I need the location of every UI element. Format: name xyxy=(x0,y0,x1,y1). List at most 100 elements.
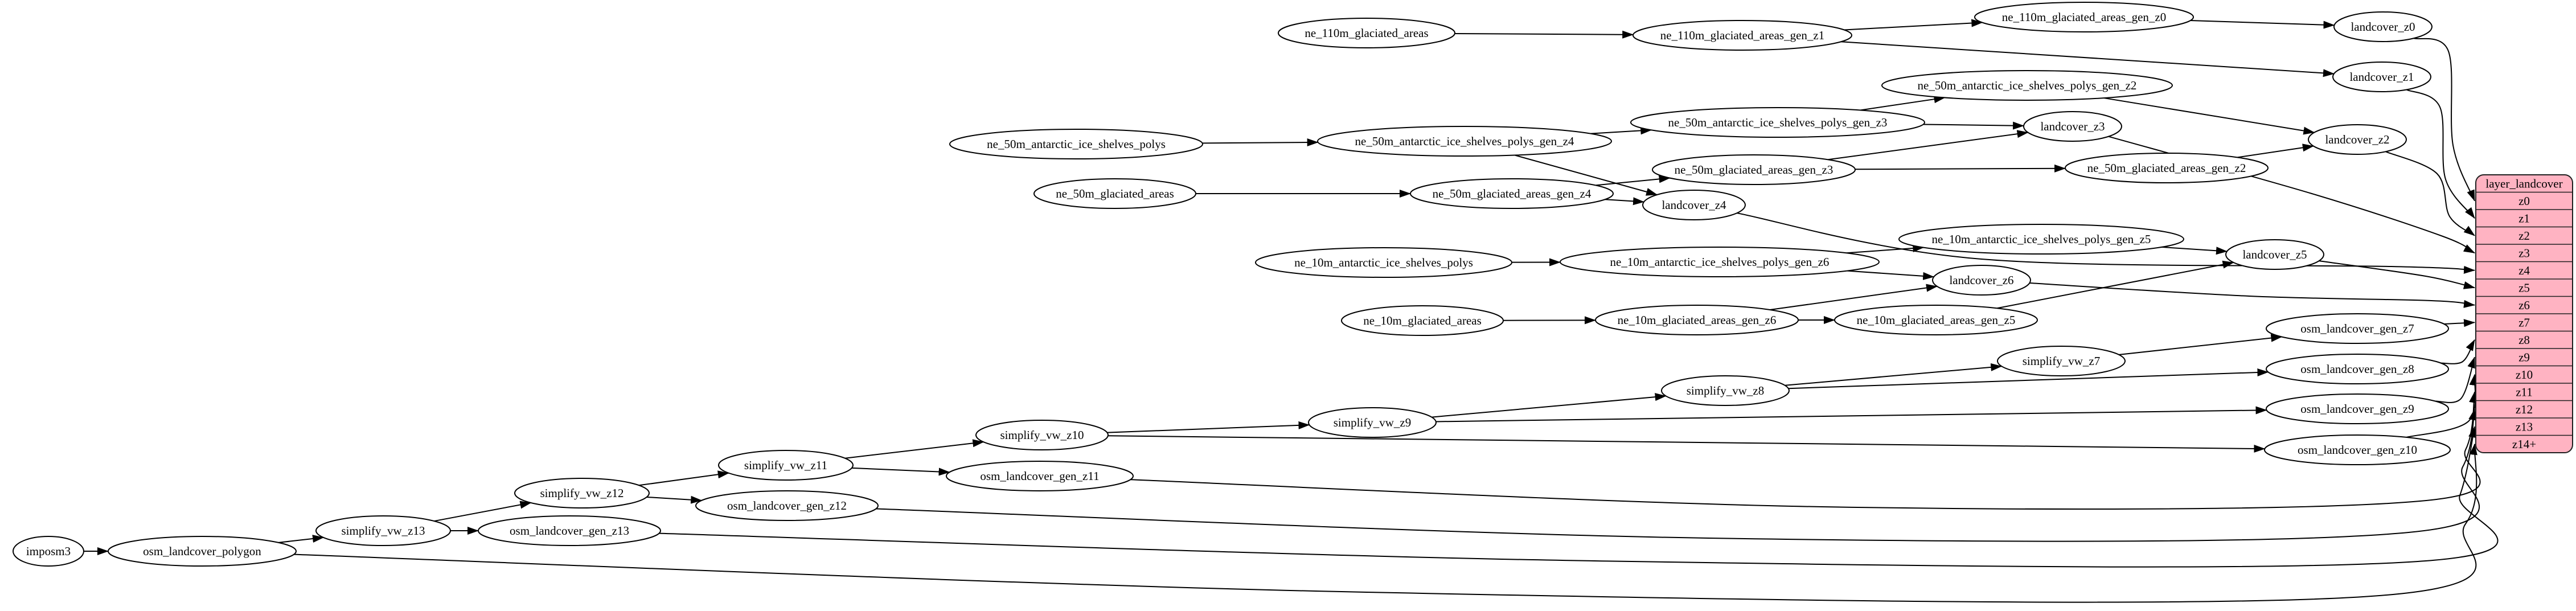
node-osm_landcover_gen_z12: osm_landcover_gen_z12 xyxy=(695,490,879,521)
osm_landcover_gen_z10-ellipse xyxy=(2264,434,2451,465)
landcover_z2-ellipse xyxy=(2308,124,2407,155)
node-ne_10m_antarctic_ice_shelves_polys_gen_z5: ne_10m_antarctic_ice_shelves_polys_gen_z… xyxy=(1898,224,2184,255)
ne_10m_glaciated_areas_gen_z5-ellipse xyxy=(1834,305,2038,335)
node-ne_10m_antarctic_ice_shelves_polys: ne_10m_antarctic_ice_shelves_polys xyxy=(1255,247,1512,278)
edge-ne_50m_antarctic_ice_shelves_polys-to-ne_50m_antarctic_ice_shelves_polys_gen_z4 xyxy=(1202,138,1319,147)
node-osm_landcover_gen_z7: osm_landcover_gen_z7 xyxy=(2266,313,2449,344)
edge-ne_10m_glaciated_areas_gen_z5-to-landcover_z5 xyxy=(1997,260,2234,309)
simplify_vw_z7-label: simplify_vw_z7 xyxy=(2023,354,2101,368)
edge-ne_50m_glaciated_areas_gen_z3-to-ne_50m_glaciated_areas_gen_z2 xyxy=(1855,164,2066,173)
edge-landcover_z2-to-row_z2 xyxy=(2385,151,2475,236)
osm_landcover_gen_z7-label: osm_landcover_gen_z7 xyxy=(2300,322,2414,335)
ne_50m_glaciated_areas_gen_z2-label: ne_50m_glaciated_areas_gen_z2 xyxy=(2087,161,2246,175)
edge-ne_110m_glaciated_areas-to-ne_110m_glaciated_areas_gen_z1 xyxy=(1454,30,1634,39)
layer-landcover-table: layer_landcoverz0z1z2z3z4z5z6z7z8z9z10z1… xyxy=(2475,174,2573,453)
node-ne_10m_antarctic_ice_shelves_polys_gen_z6: ne_10m_antarctic_ice_shelves_polys_gen_z… xyxy=(1560,247,1880,277)
edge-landcover_z0-to-row_z0 xyxy=(2413,38,2475,202)
edge-simplify_vw_z11-to-osm_landcover_gen_z11 xyxy=(851,467,950,476)
edge-osm_landcover_gen_z12-to-row_z12 xyxy=(876,408,2480,542)
simplify_vw_z13-ellipse xyxy=(315,515,451,546)
landcover_z1-label: landcover_z1 xyxy=(2349,70,2414,84)
ne_110m_glaciated_areas-ellipse xyxy=(1278,18,1455,48)
edge-ne_50m_antarctic_ice_shelves_polys_gen_z3-to-ne_50m_antarctic_ice_shelves_polys_gen_z2 xyxy=(1860,95,1946,111)
ne_110m_glaciated_areas-label: ne_110m_glaciated_areas xyxy=(1305,26,1428,40)
edge-simplify_vw_z10-to-simplify_vw_z9 xyxy=(1107,421,1310,433)
node-simplify_vw_z11: simplify_vw_z11 xyxy=(718,450,854,481)
edge-ne_50m_antarctic_ice_shelves_polys_gen_z4-to-ne_50m_antarctic_ice_shelves_polys_gen_z3 xyxy=(1590,126,1652,135)
osm_landcover_gen_z11-ellipse xyxy=(946,461,1134,491)
node-osm_landcover_gen_z9: osm_landcover_gen_z9 xyxy=(2266,393,2449,424)
ne_50m_antarctic_ice_shelves_polys_gen_z4-ellipse xyxy=(1317,126,1612,157)
simplify_vw_z12-label: simplify_vw_z12 xyxy=(540,486,624,500)
edges-layer xyxy=(84,19,2499,603)
edge-osm_landcover_polygon-to-row_z14plus xyxy=(293,443,2477,603)
table-row-z6: z6 xyxy=(2518,298,2530,312)
table-row-z10: z10 xyxy=(2516,368,2533,382)
edge-ne_10m_antarctic_ice_shelves_polys_gen_z6-to-ne_10m_antarctic_ice_shelves_polys_gen_z5 xyxy=(1846,244,1925,254)
table-row-z0: z0 xyxy=(2518,194,2530,208)
ne_50m_antarctic_ice_shelves_polys_gen_z3-label: ne_50m_antarctic_ice_shelves_polys_gen_z… xyxy=(1668,116,1888,129)
table-row-z1: z1 xyxy=(2518,211,2530,225)
table-title: layer_landcover xyxy=(2485,177,2562,190)
osm_landcover_gen_z12-ellipse xyxy=(695,490,879,521)
edge-osm_landcover_gen_z9-to-row_z9 xyxy=(2435,356,2475,403)
edge-ne_110m_glaciated_areas_gen_z1-to-landcover_z1 xyxy=(1841,41,2335,77)
node-osm_landcover_gen_z8: osm_landcover_gen_z8 xyxy=(2266,354,2449,384)
table-row-z11: z11 xyxy=(2516,385,2533,399)
ne_10m_glaciated_areas_gen_z6-ellipse xyxy=(1595,305,1799,335)
edge-ne_10m_antarctic_ice_shelves_polys_gen_z6-to-landcover_z6 xyxy=(1847,270,1935,280)
node-imposm3: imposm3 xyxy=(13,536,84,567)
table-row-z7: z7 xyxy=(2518,315,2530,329)
node-ne_50m_glaciated_areas_gen_z2: ne_50m_glaciated_areas_gen_z2 xyxy=(2065,153,2269,183)
node-osm_landcover_gen_z11: osm_landcover_gen_z11 xyxy=(946,461,1134,491)
edge-ne_110m_glaciated_areas_gen_z0-to-landcover_z0 xyxy=(2190,20,2335,29)
ne_50m_glaciated_areas-ellipse xyxy=(1033,178,1196,209)
simplify_vw_z10-label: simplify_vw_z10 xyxy=(1000,428,1084,442)
edge-ne_50m_glaciated_areas_gen_z2-to-landcover_z2 xyxy=(2237,143,2314,158)
table-row-z2: z2 xyxy=(2518,229,2530,243)
edge-simplify_vw_z9-to-osm_landcover_gen_z9 xyxy=(1435,406,2267,423)
landcover_z3-ellipse xyxy=(2023,111,2122,142)
node-simplify_vw_z8: simplify_vw_z8 xyxy=(1661,375,1790,406)
simplify_vw_z13-label: simplify_vw_z13 xyxy=(342,524,425,538)
edge-osm_landcover_gen_z7-to-row_z7 xyxy=(2444,319,2475,327)
imposm3-ellipse xyxy=(13,536,84,567)
node-osm_landcover_gen_z10: osm_landcover_gen_z10 xyxy=(2264,434,2451,465)
table-row-z12: z12 xyxy=(2516,403,2533,416)
osm_landcover_polygon-ellipse xyxy=(108,536,297,567)
osm_landcover_gen_z8-label: osm_landcover_gen_z8 xyxy=(2300,362,2414,376)
osm_landcover_gen_z8-ellipse xyxy=(2266,354,2449,384)
edge-ne_50m_antarctic_ice_shelves_polys_gen_z4-to-landcover_z4 xyxy=(1514,154,1658,196)
landcover_z6-label: landcover_z6 xyxy=(1949,273,2013,287)
ne_10m_glaciated_areas-ellipse xyxy=(1341,305,1504,336)
edge-simplify_vw_z8-to-simplify_vw_z7 xyxy=(1785,363,2003,386)
edge-simplify_vw_z9-to-simplify_vw_z8 xyxy=(1431,393,1667,418)
edge-ne_50m_antarctic_ice_shelves_polys_gen_z3-to-landcover_z3 xyxy=(1923,121,2025,130)
node-ne_50m_glaciated_areas_gen_z3: ne_50m_glaciated_areas_gen_z3 xyxy=(1652,154,1856,185)
ne_50m_antarctic_ice_shelves_polys_gen_z2-ellipse xyxy=(1881,70,2173,101)
edge-simplify_vw_z8-to-osm_landcover_gen_z8 xyxy=(1788,368,2269,389)
ne_10m_antarctic_ice_shelves_polys_gen_z5-ellipse xyxy=(1898,224,2184,255)
ne_110m_glaciated_areas_gen_z1-label: ne_110m_glaciated_areas_gen_z1 xyxy=(1660,28,1824,42)
osm_landcover_gen_z9-ellipse xyxy=(2266,393,2449,424)
table-row-z4: z4 xyxy=(2518,264,2530,277)
edge-simplify_vw_z11-to-simplify_vw_z10 xyxy=(844,439,985,459)
simplify_vw_z8-ellipse xyxy=(1661,375,1790,406)
edge-osm_landcover_gen_z8-to-row_z8 xyxy=(2440,339,2475,364)
node-ne_50m_glaciated_areas: ne_50m_glaciated_areas xyxy=(1033,178,1196,209)
edge-simplify_vw_z7-to-osm_landcover_gen_z7 xyxy=(2119,334,2283,355)
node-ne_10m_glaciated_areas: ne_10m_glaciated_areas xyxy=(1341,305,1504,336)
edge-ne_50m_glaciated_areas_gen_z4-to-landcover_z4 xyxy=(1605,197,1645,206)
node-ne_110m_glaciated_areas: ne_110m_glaciated_areas xyxy=(1278,18,1455,48)
edge-ne_50m_glaciated_areas_gen_z4-to-ne_50m_glaciated_areas_gen_z3 xyxy=(1595,175,1671,186)
node-ne_10m_glaciated_areas_gen_z5: ne_10m_glaciated_areas_gen_z5 xyxy=(1834,305,2038,335)
edge-simplify_vw_z12-to-simplify_vw_z11 xyxy=(639,470,729,486)
edge-ne_10m_antarctic_ice_shelves_polys_gen_z5-to-landcover_z5 xyxy=(2161,246,2228,255)
ne_50m_antarctic_ice_shelves_polys_gen_z2-label: ne_50m_antarctic_ice_shelves_polys_gen_z… xyxy=(1918,79,2137,92)
ne_10m_antarctic_ice_shelves_polys_gen_z5-label: ne_10m_antarctic_ice_shelves_polys_gen_z… xyxy=(1932,232,2151,246)
node-landcover_z5: landcover_z5 xyxy=(2225,239,2324,270)
node-landcover_z2: landcover_z2 xyxy=(2308,124,2407,155)
ne_50m_antarctic_ice_shelves_polys-label: ne_50m_antarctic_ice_shelves_polys xyxy=(987,137,1166,151)
